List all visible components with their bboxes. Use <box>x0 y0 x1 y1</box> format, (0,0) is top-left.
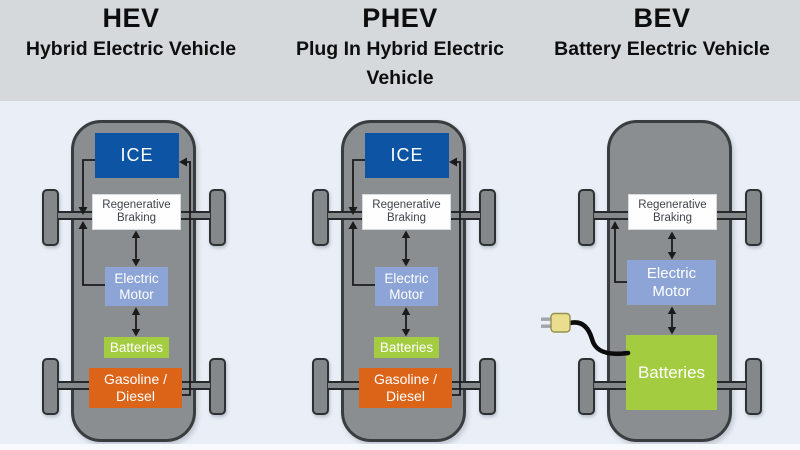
charging-plug-icon <box>541 312 631 357</box>
phev-full-name: Plug In Hybrid Electric Vehicle <box>295 38 505 89</box>
regenerative-braking-box: Regenerative Braking <box>628 194 717 230</box>
header-band: HEV Hybrid Electric Vehicle PHEV Plug In… <box>0 0 800 101</box>
electric-motor-box: Electric Motor <box>627 260 716 305</box>
hev-full-name: Hybrid Electric Vehicle <box>25 38 237 60</box>
regenerative-braking-box: Regenerative Braking <box>92 194 181 230</box>
powertrain-connector-arrows <box>78 157 191 396</box>
fuel-tank-box: Gasoline / Diesel <box>359 368 452 408</box>
fuel-tank-box: Gasoline / Diesel <box>89 368 182 408</box>
powertrain-connector-arrows <box>348 157 461 396</box>
wheel-rear-right <box>209 358 226 415</box>
bev-diagram: Regenerative Braking Electric Motor Batt… <box>570 110 770 445</box>
batteries-box: Batteries <box>374 337 439 358</box>
electric-motor-box: Electric Motor <box>375 267 438 306</box>
powertrain-connector-arrows <box>610 221 677 335</box>
bottom-margin-strip <box>0 444 800 450</box>
wheel-front-right <box>209 189 226 246</box>
phev-acronym: PHEV <box>362 3 438 33</box>
bev-acronym: BEV <box>633 3 691 33</box>
batteries-box: Batteries <box>626 335 717 410</box>
wheel-front-right <box>479 189 496 246</box>
phev-diagram: ICE Regenerative Braking Electric Motor … <box>304 110 504 445</box>
ice-box: ICE <box>95 133 179 178</box>
bev-full-name: Battery Electric Vehicle <box>554 38 770 60</box>
ice-box: ICE <box>365 133 449 178</box>
electric-motor-box: Electric Motor <box>105 267 168 306</box>
wheel-rear-right <box>479 358 496 415</box>
hev-diagram: ICE Regenerative Braking Electric Motor … <box>34 110 234 445</box>
wheel-rear-right <box>745 358 762 415</box>
hev-acronym: HEV <box>102 3 160 33</box>
wheel-front-right <box>745 189 762 246</box>
batteries-box: Batteries <box>104 337 169 358</box>
regenerative-braking-box: Regenerative Braking <box>362 194 451 230</box>
